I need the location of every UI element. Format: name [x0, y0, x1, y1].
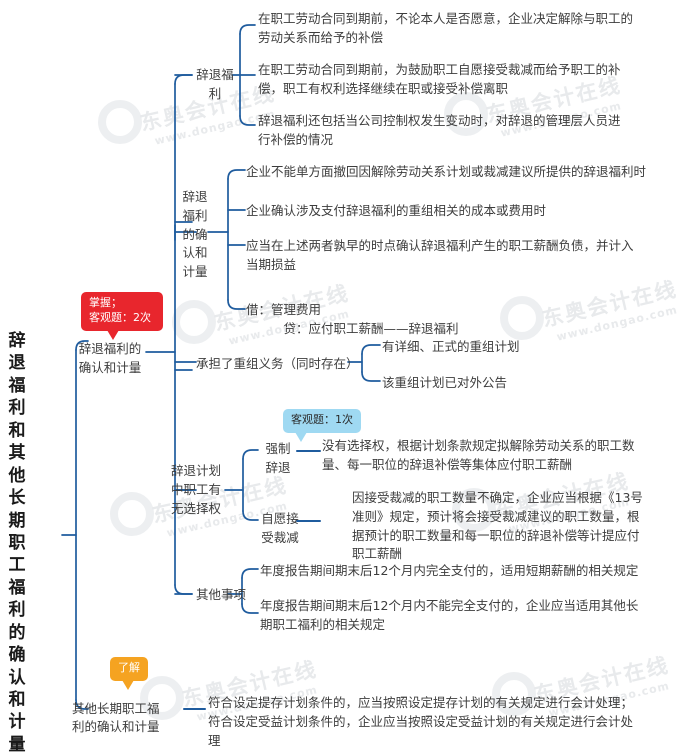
branch-label-qita-changqi-fuli[interactable]: 其他长期职工福 利的确认和计量 — [72, 701, 160, 735]
leaf-queren-jiliang-entry: 借：管理费用 贷：应付职工薪酬——辞退福利 — [246, 302, 459, 336]
leaf-chongzu-1: 有详细、正式的重组计划 — [382, 339, 520, 354]
root-char: 职 — [8, 532, 26, 553]
leaf-qita-shixiang-2: 年度报告期间期末后12个月内不能完全支付的，企业应当适用其他长 期职工福利的相关… — [260, 598, 639, 632]
leaf-chongzu-2: 该重组计划已对外公告 — [382, 375, 508, 390]
node-qiangzhi-cituii[interactable]: 强制 辞退 — [265, 441, 291, 475]
node-chengdan-chongzu-yiwu[interactable]: 承担了重组义务（同时存在） — [196, 356, 359, 371]
root-char: 长 — [8, 488, 26, 509]
root-char: 辞 — [8, 331, 26, 351]
root-char: 退 — [8, 353, 26, 374]
badge-importance-orange[interactable]: 了解 — [110, 657, 148, 690]
root-char: 工 — [8, 555, 26, 576]
root-char: 福 — [8, 577, 26, 598]
root-char: 量 — [8, 734, 26, 755]
root-char: 其 — [8, 443, 26, 464]
watermark-ring — [110, 492, 154, 536]
node-queren-jiliang[interactable]: 辞退 福利 的确 认和 计量 — [182, 189, 208, 279]
leaf-ciyuan-fuli-1: 在职工劳动合同到期前，不论本人是否愿意，企业决定解除与职工的 劳动关系而给予的补… — [258, 11, 634, 45]
leaf-queren-jiliang-1: 企业不能单方面撤回因解除劳动关系计划或裁减建议所提供的辞退福利时 — [246, 164, 647, 179]
root-char: 利 — [8, 600, 26, 621]
leaf-qita-changqi-fuli-1: 符合设定提存计划条件的，应当按照设定提存计划的有关规定进行会计处理； 符合设定受… — [208, 695, 634, 748]
leaf-queren-jiliang-2: 企业确认涉及支付辞退福利的重组相关的成本或费用时 — [246, 203, 547, 218]
root-char: 确 — [8, 645, 26, 666]
root-char: 计 — [8, 712, 26, 733]
leaf-ciyuan-fuli-2: 在职工劳动合同到期前，为鼓励职工自愿接受裁减而给予职工的补 偿，职工有权利选择继… — [258, 62, 621, 96]
root-char: 的 — [8, 622, 26, 643]
node-ziyuan-caijian[interactable]: 自愿接 受裁减 — [261, 511, 299, 545]
root-char: 和 — [8, 420, 26, 441]
root-title: 辞 退 福 利 和 其 他 长 期 职 工 福 利 的 确 认 和 计 量 — [2, 330, 32, 756]
watermark-ring — [172, 300, 216, 344]
badge-question-count-blue[interactable]: 客观题：1次 — [283, 409, 361, 442]
root-char: 期 — [8, 510, 26, 531]
root-char: 认 — [8, 667, 26, 688]
leaf-ciyuan-fuli-3: 辞退福利还包括当公司控制权发生变动时，对辞退的管理层人员进 行补偿的情况 — [258, 113, 621, 147]
leaf-ziyuan-caijian-text: 因接受裁减的职工数量不确定，企业应当根据《13号 准则》规定，预计将会接受裁减建… — [352, 490, 643, 562]
root-char: 和 — [8, 690, 26, 710]
root-char: 福 — [8, 375, 26, 396]
badge-importance-red[interactable]: 掌握； 客观题：2次 — [81, 292, 163, 340]
node-ciyuan-fuli[interactable]: 辞退福利 — [196, 67, 234, 101]
node-cituijihua-xuanzequan[interactable]: 辞退计划 中职工有 无选择权 — [170, 463, 221, 516]
leaf-queren-jiliang-3: 应当在上述两者孰早的时点确认辞退福利产生的职工薪酬负债，并计入 当期损益 — [246, 238, 634, 272]
root-char: 他 — [8, 465, 26, 486]
leaf-qita-shixiang-1: 年度报告期间期末后12个月内完全支付的，适用短期薪酬的相关规定 — [260, 563, 639, 578]
root-char: 利 — [8, 398, 26, 419]
watermark-ring — [98, 100, 142, 144]
leaf-qiangzhi-cituii-text: 没有选择权，根据计划条款规定拟解除劳动关系的职工数 量、每一职位的辞退补偿等集体… — [322, 438, 635, 472]
branch-label-ciyuan-fuli-queren-jiliang[interactable]: 辞退福利的 确认和计量 — [78, 341, 142, 375]
node-qita-shixiang[interactable]: 其他事项 — [196, 587, 247, 602]
